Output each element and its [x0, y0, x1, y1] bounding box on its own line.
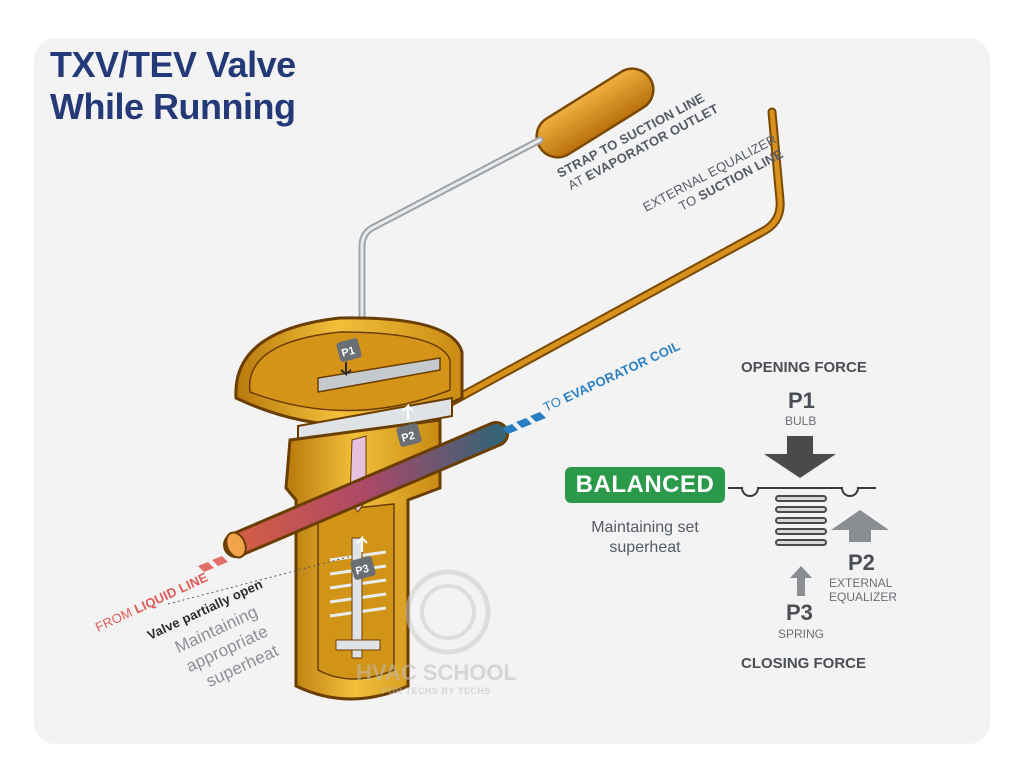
- p1-arrow: [764, 436, 836, 478]
- spring-icon: [775, 495, 827, 546]
- page-title: TXV/TEV Valve While Running: [50, 44, 296, 128]
- outlet-callout: TO EVAPORATOR COIL: [541, 338, 683, 415]
- inlet-callout: FROM LIQUID LINE: [93, 569, 210, 634]
- p2-sub-1: EXTERNAL: [829, 576, 893, 590]
- svg-text:P3: P3: [354, 563, 370, 578]
- diaphragm-line: [728, 487, 876, 497]
- p2-label: P2: [848, 550, 875, 575]
- svg-text:P2: P2: [400, 430, 416, 445]
- marker-p1: P1: [336, 338, 362, 377]
- outlet-flow-arrows: [502, 412, 546, 434]
- equalizer-callout: EXTERNAL EQUALIZER TO SUCTION LINE: [640, 131, 785, 214]
- force-diagram: OPENING FORCE P1 BULB P2 EXTERNAL EQUALI…: [728, 359, 897, 672]
- sensing-bulb: [535, 67, 655, 159]
- p2-arrow: [831, 510, 889, 542]
- valve-leader-line: [167, 555, 353, 605]
- p3-label: P3: [786, 600, 813, 625]
- status-badge: BALANCED: [565, 467, 725, 503]
- title-line-1: TXV/TEV Valve: [50, 44, 296, 85]
- watermark: HVAC SCHOOL FOR TECHS BY TECHS: [356, 569, 517, 696]
- p1-label: P1: [788, 388, 815, 413]
- status-description: Maintaining set superheat: [560, 518, 730, 558]
- opening-force-label: OPENING FORCE: [741, 359, 867, 376]
- status-description-line-2: superheat: [609, 539, 681, 556]
- p3-sub: SPRING: [778, 627, 824, 641]
- svg-text:P1: P1: [340, 345, 356, 360]
- title-line-2: While Running: [50, 86, 296, 127]
- p3-arrow: [790, 566, 812, 596]
- flow-pipe: [223, 421, 509, 559]
- marker-p2: P2: [396, 403, 422, 447]
- svg-text:FOR TECHS BY TECHS: FOR TECHS BY TECHS: [382, 686, 491, 696]
- marker-p3: P3: [350, 535, 376, 580]
- p2-sub-2: EQUALIZER: [829, 590, 897, 604]
- status-description-line-1: Maintaining set: [591, 519, 699, 536]
- inlet-flow-arrows: [198, 556, 228, 572]
- p1-sub: BULB: [785, 414, 816, 428]
- svg-text:TO EVAPORATOR COIL: TO EVAPORATOR COIL: [541, 338, 683, 415]
- svg-text:FROM LIQUID LINE: FROM LIQUID LINE: [93, 569, 210, 634]
- svg-text:HVAC SCHOOL: HVAC SCHOOL: [356, 660, 517, 685]
- closing-force-label: CLOSING FORCE: [741, 655, 866, 672]
